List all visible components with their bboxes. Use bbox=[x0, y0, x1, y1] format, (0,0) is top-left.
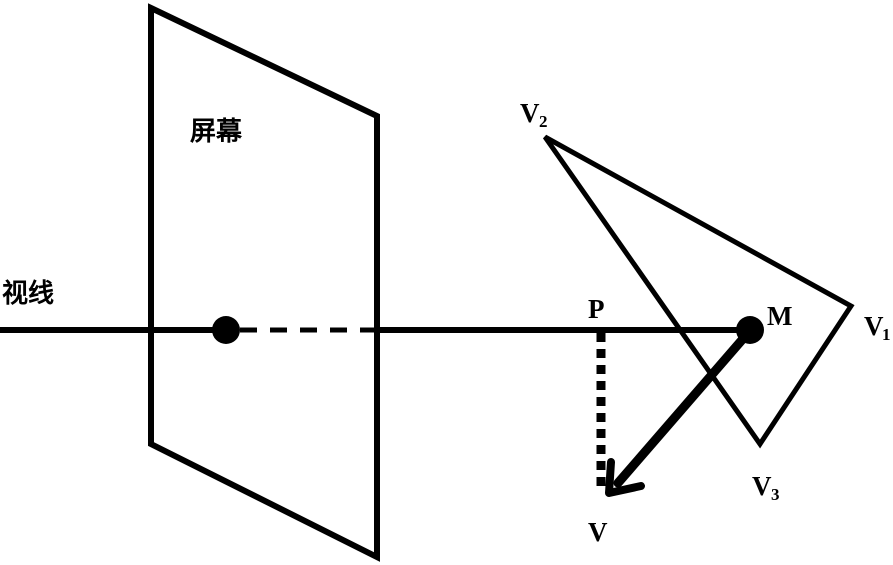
vertex-v1-subscript: 1 bbox=[882, 325, 891, 344]
vector-mv-arrowhead bbox=[605, 458, 645, 497]
triangle-v1-v2-v3 bbox=[542, 134, 855, 449]
point-v-label: V bbox=[588, 517, 608, 547]
vector-mv-shaft bbox=[613, 328, 753, 488]
vertex-v3-label: V bbox=[752, 471, 772, 501]
vertex-v1-label: V bbox=[864, 311, 884, 341]
vertex-v2-subscript: 2 bbox=[539, 112, 548, 131]
screen-label: 屏幕 bbox=[190, 117, 243, 147]
screen-plane bbox=[148, 3, 380, 562]
vertex-v3-subscript: 3 bbox=[771, 485, 780, 504]
sight-line-label: 视线 bbox=[2, 279, 54, 309]
eye-point-dot bbox=[212, 316, 240, 344]
point-m-label: M bbox=[767, 301, 792, 331]
point-p-label: P bbox=[588, 294, 605, 324]
vertex-v2-label: V bbox=[520, 98, 540, 128]
